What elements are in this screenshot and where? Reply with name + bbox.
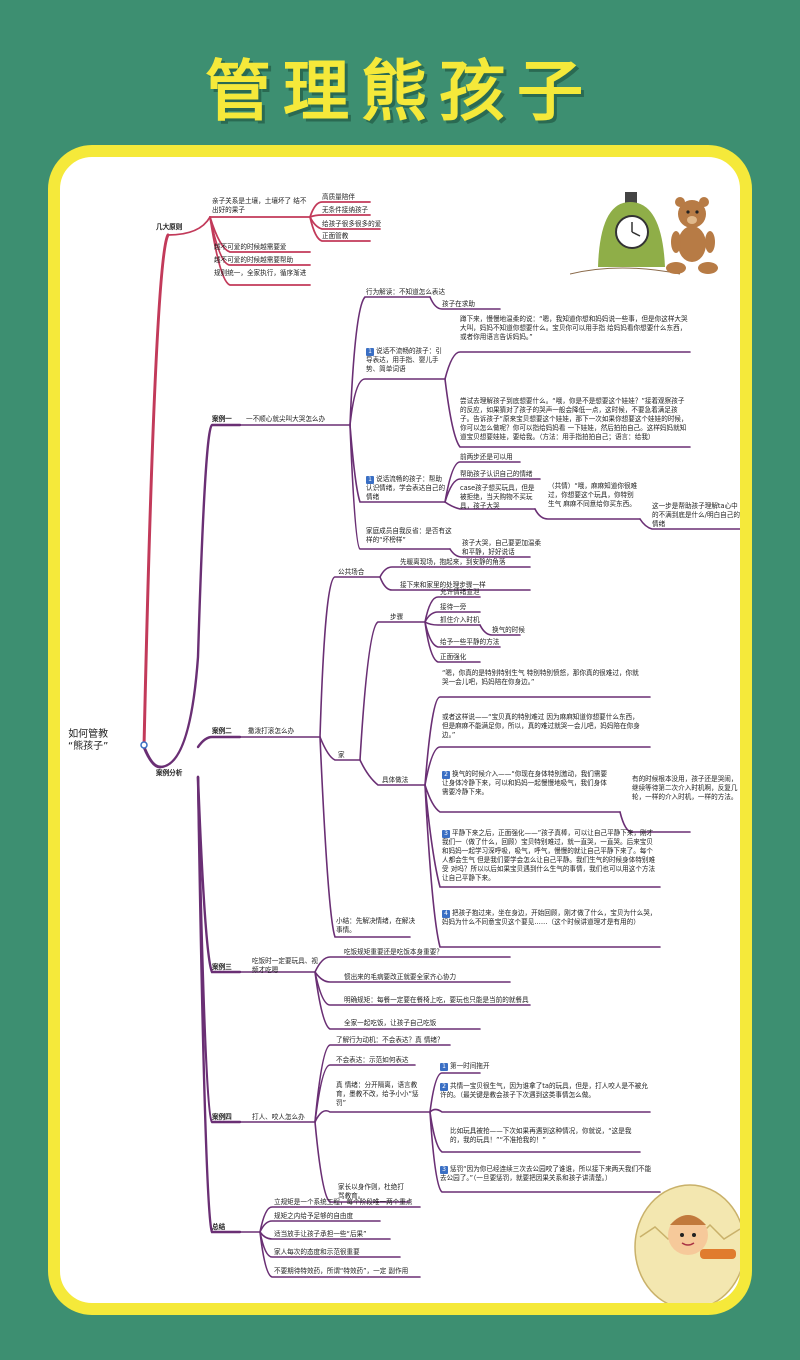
case4-d: 家长以身作则，杜绝打骂教育。	[338, 1183, 404, 1200]
case4-b: 不会表达：示范如何表达	[336, 1056, 409, 1064]
case2-step-timing: 换气的时候	[492, 626, 525, 634]
case1-c2-d: （共情）“哦，麻麻知道你很难过，你想要这个玩具，你特别生气 麻麻不同意给你买东西…	[548, 482, 638, 508]
case2-conclusion: 小结：先解决情绪，在解决事情。	[336, 917, 416, 934]
case2-home: 家	[338, 751, 345, 759]
case2-step-3: 抓住介入时机	[440, 616, 480, 624]
case4-c: 真 情绪：分开隔离，语言教育，墨教不改，给予小小“惩罚”	[336, 1081, 419, 1107]
case1-c2-b: 帮助孩子认识自己的情绪	[460, 470, 533, 478]
case2-step-4: 给予一些平静的方法	[440, 638, 500, 646]
case2-label: 案例二	[212, 727, 232, 735]
case4-a: 了解行为动机：不会表达？真 情绪？	[336, 1036, 444, 1044]
principle-1: 亲子关系是土壤，土壤坏了 结不出好的果子	[212, 197, 307, 214]
case3-item-3: 明确规矩：每餐一定要在餐椅上吃，要玩也只能是当前的就餐具	[344, 996, 529, 1004]
page-title: 管理熊孩子	[205, 53, 595, 130]
case1-c2-a: 前两步还是可以用	[460, 453, 513, 461]
case1-behavior-child: 孩子在求助	[442, 300, 475, 308]
mindmap-branches	[140, 201, 740, 1278]
case2-title: 撒泼打滚怎么办	[248, 727, 295, 735]
case3-item-2: 惯出来的毛病要改正就要全家齐心协力	[344, 973, 457, 981]
case2-step-2: 接待一旁	[440, 603, 467, 611]
summary-item-3: 适当放手让孩子承担一些“后果”	[274, 1230, 367, 1238]
root-line1: 如何管教	[68, 729, 109, 740]
case3-item-1: 吃饭规矩重要还是吃饭本身重要？	[344, 948, 443, 956]
case4-c3: 比如玩具被抢——下次如果再遇到这种情况，你就说，“这是我的，我的玩具！”“不准抢…	[450, 1127, 632, 1144]
case2-m2: 或者这样说——“宝贝真的特别难过 因为麻麻知道你想要什么东西，但是麻麻不能满足你…	[442, 713, 640, 739]
cases-label: 案例分析	[156, 769, 183, 777]
summary-label: 总结	[212, 1223, 226, 1231]
principle-1-child-2: 无条件接纳孩子	[322, 206, 369, 214]
principle-1-child-3: 给孩子很多很多的爱	[322, 220, 382, 228]
case4-title: 打人、咬人怎么办	[252, 1113, 305, 1121]
root-node: 如何管教 “熊孩子”	[68, 729, 108, 753]
case2-m1: “嗯，你真的是特别特别生气 特别特别愤怒，那你真的很难过，你就哭一会儿吧，妈妈陪…	[442, 669, 639, 686]
case2-step-1: 允许情绪宣泄	[440, 588, 480, 596]
case3-label: 案例三	[212, 963, 232, 971]
principle-4: 规则统一，全家执行，循序渐进	[214, 269, 307, 277]
principle-1-child-1: 高质量陪伴	[322, 193, 355, 201]
principle-1-child-4: 正面管教	[322, 232, 349, 240]
case1-c3: 家庭成员自我反省：是否有这样的“坏榜样”	[366, 527, 452, 544]
case3-item-4: 全家一起吃饭，让孩子自己吃饭	[344, 1019, 437, 1027]
summary-item-4: 家人每次的态度和示范很重要	[274, 1248, 360, 1256]
case3-title: 吃饭时一定要玩具、视频才吃嗯	[252, 957, 318, 974]
principle-3: 越不可爱的时候越需要帮助	[214, 256, 294, 264]
mindmap-board: 如何管教 “熊孩子” 几大原则 案例分析 亲子关系是土壤，土壤坏了 结不出好的果…	[48, 145, 752, 1315]
bear-clock-illustration	[569, 182, 730, 286]
case1-c1-a: 蹲下来，慢慢地温柔的说：“嗯，我知道你想和妈妈说一些事，但是你这样大哭大叫，妈妈…	[460, 315, 688, 341]
summary-item-5: 不要期待特效药，所谓“特效药”，一定 副作用	[274, 1267, 409, 1275]
principles-label: 几大原则	[156, 223, 183, 231]
case1-c2-e: 这一步是帮助孩子理解ta心中的不满到底是什么/明白自己的情绪	[652, 502, 740, 528]
principle-2: 越不可爱的时候越需要爱	[214, 243, 287, 251]
summary-item-2: 规矩之内给予足够的自由度	[274, 1212, 354, 1220]
case1-c3-a: 孩子大哭，自己要更加温柔和平静，好好说话	[462, 539, 542, 556]
case1-title: 一不顺心就尖叫大哭怎么办	[246, 415, 326, 423]
case1-c2-c: case孩子想买玩具，但是被拒绝，当天购物不买玩具，孩子大哭	[460, 484, 535, 510]
case2-steps: 步骤	[390, 613, 404, 621]
egg-kid-illustration	[630, 1167, 740, 1303]
case4-label: 案例四	[212, 1113, 232, 1121]
case1-behavior: 行为解读：不知道怎么表达	[366, 288, 446, 296]
case2-public-a: 先暖离现场，抱起来，到安静的角落	[400, 558, 506, 566]
case1-label: 案例一	[212, 415, 232, 423]
root-line2: “熊孩子”	[68, 741, 109, 752]
case2-step-5: 正面强化	[440, 653, 467, 661]
case2-m3-note: 有的时候根本没用，孩子还是哭闹，继续等待第二次介入时机啊，反复几轮，一样的介入时…	[632, 775, 738, 801]
case2-methods: 具体做法	[382, 776, 409, 784]
summary-item-1: 立规矩是一个系统工程，每个阶段唯一两个重点	[274, 1198, 413, 1206]
case1-c1-b: 尝试去理解孩子到底想要什么。“哦，你是不是想要这个娃娃？”接着观察孩子的反应，如…	[460, 397, 688, 441]
case2-public: 公共场合	[338, 568, 365, 576]
case2-public-b: 接下来和家里的处理步骤一样	[400, 581, 486, 589]
